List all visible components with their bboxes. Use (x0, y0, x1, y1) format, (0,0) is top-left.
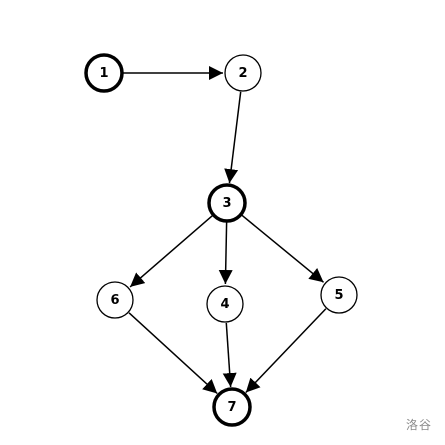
node-2: 2 (224, 54, 262, 92)
nodes-layer: 1 2 3 4 5 6 7 (84, 53, 358, 427)
edge-5-to-7 (245, 308, 327, 394)
node-circle-2 (224, 54, 262, 92)
node-7: 7 (212, 387, 252, 427)
node-label-3: 3 (222, 196, 231, 211)
edges-layer (123, 66, 327, 395)
node-3: 3 (207, 183, 247, 223)
node-4: 4 (206, 285, 244, 323)
node-circle-7 (212, 387, 252, 427)
node-1: 1 (84, 53, 124, 93)
node-circle-4 (206, 285, 244, 323)
edge-3-to-5 (241, 214, 325, 283)
node-circle-1 (84, 53, 124, 93)
edge-3-to-4 (218, 221, 233, 285)
node-label-4: 4 (220, 297, 229, 312)
node-label-6: 6 (110, 293, 119, 308)
node-label-2: 2 (238, 66, 247, 81)
edge-6-to-7 (128, 312, 218, 395)
node-circle-5 (320, 276, 358, 314)
node-label-7: 7 (227, 400, 236, 415)
edge-3-to-6 (129, 214, 214, 288)
node-circle-3 (207, 183, 247, 223)
node-label-1: 1 (99, 66, 108, 81)
node-label-5: 5 (334, 288, 343, 303)
node-6: 6 (96, 281, 134, 319)
node-circle-6 (96, 281, 134, 319)
edge-4-to-7 (222, 322, 237, 388)
node-5: 5 (320, 276, 358, 314)
watermark-text: 洛谷 (405, 418, 432, 432)
edge-2-to-3 (224, 91, 242, 184)
